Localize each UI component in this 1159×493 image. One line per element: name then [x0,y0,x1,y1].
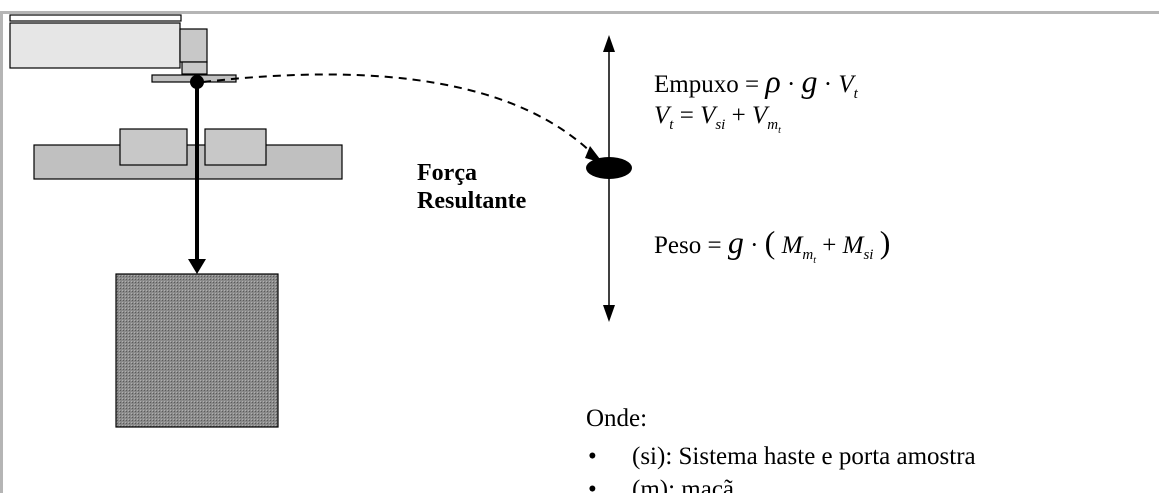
mass-mt-sub: mt [802,247,817,266]
support-block-left [119,128,188,166]
vmt-sub-m: m [767,117,779,133]
balance-motor-block [179,28,208,63]
weight-plus: + [822,232,837,259]
balance-connector [181,61,208,75]
dot-2: · [823,71,833,98]
balance-body [9,22,181,69]
weight-equation: Peso = g · ( Mmt + Msi ) [654,224,891,266]
vmt-v: V [751,102,768,129]
support-base [33,144,343,180]
weight-equals: = [707,232,722,259]
sample-block [115,273,279,428]
weight-lparen: ( [764,224,776,260]
pivot-point [190,75,204,89]
vsi-term: Vsi [700,102,725,133]
buoyancy-equation: Empuxo = ρ · g · Vt [654,63,858,102]
support-block-right [204,128,267,166]
volume-v: V [838,71,854,98]
volume-t-subscript: t [853,86,858,102]
vmt-sub: mt [767,117,781,136]
mass-si-term: Msi [842,232,874,263]
buoyancy-equals: = [744,71,760,98]
vt-sub: t [669,117,674,133]
rod-arrowhead [188,259,206,274]
notes-item-si: (si): Sistema haste e porta amostra [586,440,976,473]
volume-plus: + [731,102,746,129]
dot-1: · [786,71,796,98]
weight-g: g [727,224,744,260]
vsi-v: V [700,102,716,129]
dashed-connector [202,73,598,159]
buoyancy-word: Empuxo [654,71,739,98]
mass-si-sub: si [863,247,874,263]
resultant-force-point [586,157,632,179]
g-symbol: g [801,63,818,99]
vt-term: Vt [654,102,673,133]
force-axis-down-arrow [603,305,615,322]
notes-item-m: (m): maçã [586,473,976,493]
rho-symbol: ρ [765,63,781,99]
weight-dot: · [750,232,759,259]
mass-si-m: M [842,232,864,259]
mass-mt-sub-m: m [802,247,814,263]
balance-top-plate [9,14,182,22]
mass-mt-term: Mmt [781,232,816,266]
notes-list: (si): Sistema haste e porta amostra (m):… [586,440,976,493]
force-label-line2: Resultante [417,188,527,214]
force-axis-up-arrow [603,35,615,52]
volume-equation: Vt = Vsi + Vmt [654,102,781,136]
notes-heading: Onde: [586,405,648,432]
force-label-line1: Força [417,160,477,186]
mass-mt-sub-t: t [813,255,817,266]
weight-rparen: ) [879,224,891,260]
mass-mt-m: M [781,232,803,259]
volume-total-symbol: Vt [838,71,857,102]
vsi-sub: si [715,117,726,133]
vt-v: V [654,102,670,129]
weight-word: Peso [654,232,702,259]
vmt-sub-t: t [778,125,781,136]
vmt-term: Vmt [751,102,781,136]
volume-equals: = [679,102,694,129]
